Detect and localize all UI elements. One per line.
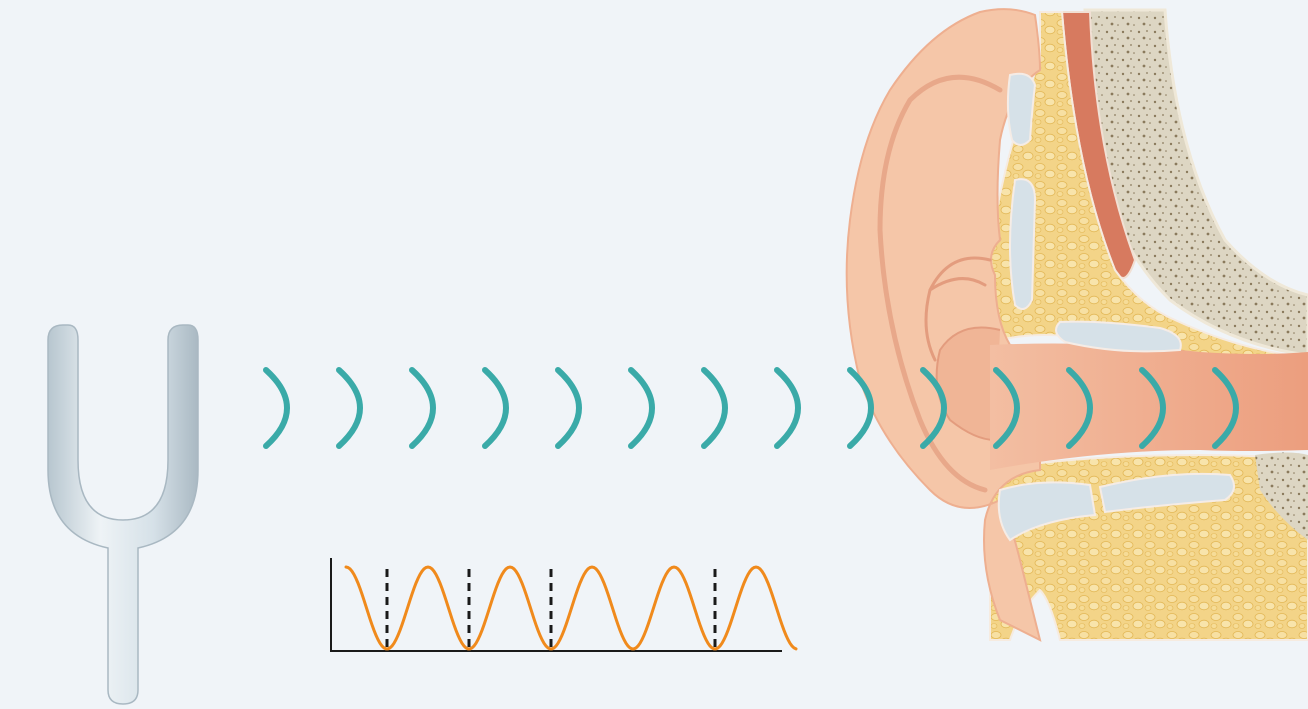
cartilage-upper-1 [1008, 74, 1035, 145]
cartilage-upper-2 [1010, 179, 1035, 309]
